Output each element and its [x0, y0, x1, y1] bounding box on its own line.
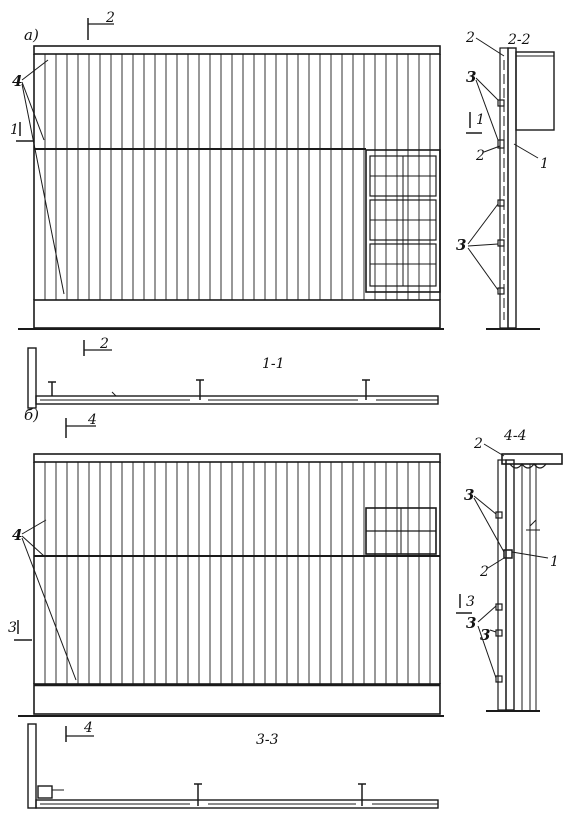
window-a — [365, 149, 441, 293]
section-2-2-label: 2-2 — [507, 32, 531, 48]
cut-marker-1-left-label: 1 — [10, 122, 19, 138]
callout-4-b-label: 4 — [12, 526, 22, 544]
cut-marker-2-top: 2 — [87, 10, 115, 40]
callout-2-top-44: 2 — [473, 436, 483, 452]
i-beam-2-33 — [194, 783, 202, 806]
cut-marker-4-top: 4 — [65, 412, 97, 438]
i-beam-3-33 — [358, 783, 366, 806]
section-4-4-label: 4-4 — [503, 428, 527, 444]
i-beam-1-11 — [48, 381, 56, 396]
figure-label-b: б) — [24, 406, 39, 424]
callout-2-mid-22: 2 — [475, 148, 485, 164]
callout-1-44: 1 — [550, 554, 559, 570]
callout-3-upper-22: 3 — [466, 68, 476, 86]
cut-marker-4-bottom: 4 — [65, 720, 94, 742]
section-4-4: 4-4 2 3 2 1 3 3 3 — [456, 428, 563, 712]
cut-marker-1-right-label: 1 — [476, 112, 485, 128]
callout-4-b: 4 — [12, 519, 77, 681]
section-3-3-label: 3-3 — [256, 732, 279, 748]
callout-2-top-22: 2 — [465, 30, 475, 46]
callout-1-22: 1 — [540, 156, 549, 172]
wall-panels-b — [44, 462, 431, 684]
section-1-1: 1-1 — [27, 347, 439, 409]
section-3-3: 3-3 — [27, 723, 439, 809]
cut-marker-4-bottom-label: 4 — [83, 720, 93, 736]
cut-marker-2-bottom-label: 2 — [99, 336, 109, 352]
callout-3-lower-44a: 3 — [466, 614, 476, 632]
cut-marker-1-left: 1 — [10, 122, 34, 142]
window-b — [365, 507, 437, 555]
cut-marker-4-top-label: 4 — [87, 412, 97, 428]
cut-marker-3-right-label: 3 — [466, 594, 475, 610]
plinth-b — [33, 683, 441, 715]
elevation-b: б) 4 4 3 — [8, 406, 444, 742]
plinth-a — [33, 299, 441, 329]
callout-3-lower-22: 3 — [456, 236, 466, 254]
callout-4-a-label: 4 — [12, 72, 22, 90]
callout-4-a: 4 — [12, 59, 65, 295]
section-2-2: 2-2 2 3 2 1 3 1 — [456, 30, 555, 330]
callout-2-mid-44: 2 — [479, 564, 489, 580]
callout-3-lower-44b: 3 — [480, 626, 490, 644]
elevation-a: а) 2 4 — [10, 10, 444, 356]
top-beam-a — [33, 45, 441, 55]
top-beam-b — [33, 453, 441, 463]
cut-marker-2-top-label: 2 — [105, 10, 115, 26]
i-beam-2-11 — [196, 379, 204, 400]
cut-marker-2-bottom: 2 — [83, 336, 112, 356]
figure-label-a: а) — [24, 26, 39, 44]
cut-marker-3-left-label: 3 — [8, 620, 17, 636]
section-1-1-label: 1-1 — [262, 356, 285, 372]
cut-marker-3-left: 3 — [8, 620, 32, 641]
callout-3-upper-44: 3 — [464, 486, 474, 504]
wall-panels-a — [44, 54, 431, 300]
i-beam-3-11 — [362, 379, 370, 400]
